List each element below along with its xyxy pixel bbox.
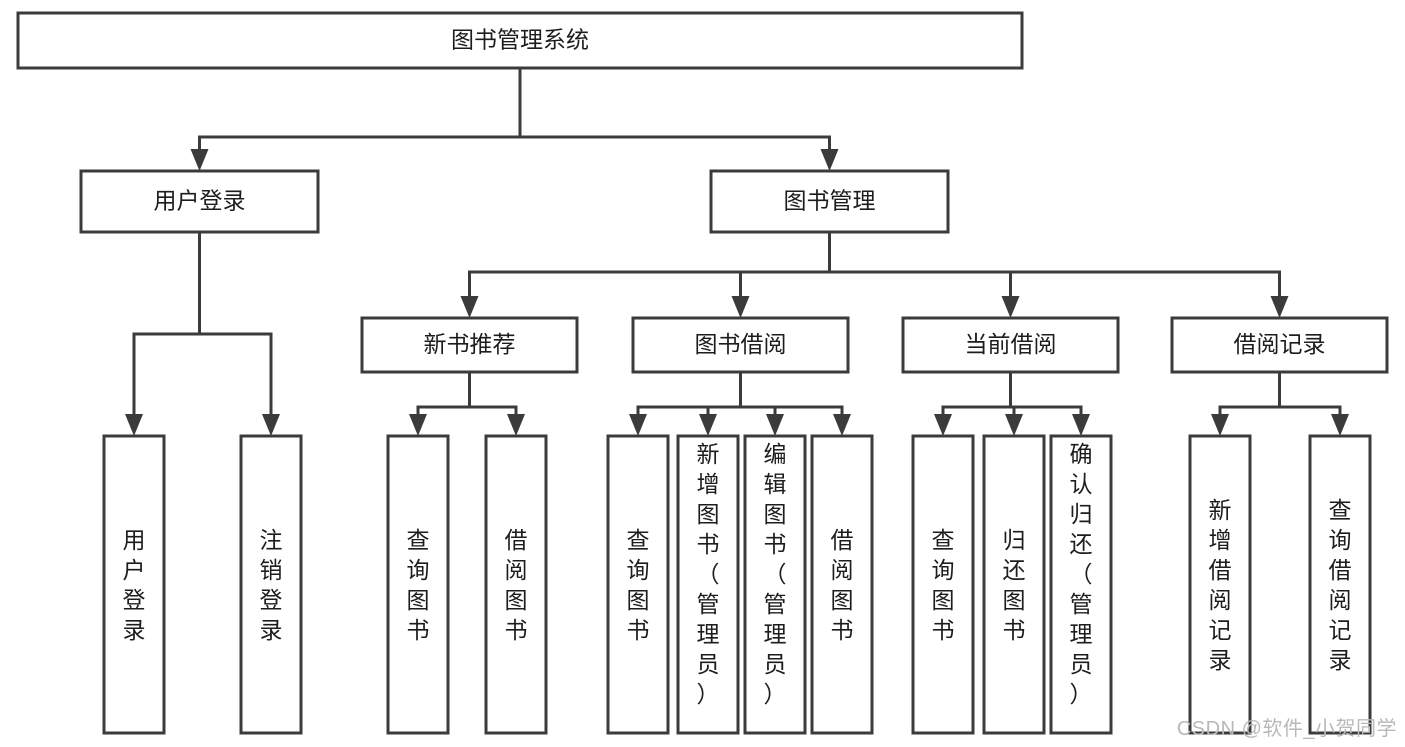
node-label: 新书推荐 <box>424 331 516 357</box>
node-label: 归还图书 <box>1003 527 1026 643</box>
level1-node[interactable]: 图书管理 <box>709 169 950 234</box>
arrow-head-icon <box>409 414 427 436</box>
arrow-head-icon <box>833 414 851 436</box>
node-box <box>1188 434 1252 735</box>
node-label: 注销登录 <box>260 527 283 643</box>
arrow-head-icon <box>820 149 839 171</box>
node-label: 当前借阅 <box>965 331 1057 357</box>
leaf-node[interactable]: 用户登录 <box>102 434 166 735</box>
node-box <box>743 434 807 735</box>
node-box <box>911 434 975 735</box>
leaf-node[interactable]: 注销登录 <box>239 434 303 735</box>
node-label: 查询图书 <box>932 527 955 643</box>
arrow-head-icon <box>699 414 717 436</box>
arrow-head-icon <box>1331 414 1349 436</box>
node-label: 新增图书（管理员） <box>697 441 720 707</box>
level2-node[interactable]: 图书借阅 <box>631 316 850 374</box>
node-label: 图书借阅 <box>695 331 787 357</box>
node-label: 新增借阅记录 <box>1209 497 1232 673</box>
leaf-node[interactable]: 查询图书 <box>386 434 450 735</box>
node-label: 查询借阅记录 <box>1329 497 1352 673</box>
arrow-head-icon <box>1270 296 1289 318</box>
arrow-head-icon <box>262 414 280 436</box>
leaf-node[interactable]: 借阅图书 <box>810 434 874 735</box>
arrow-head-icon <box>460 296 479 318</box>
node-box <box>676 434 740 735</box>
node-label: 查询图书 <box>407 527 430 643</box>
node-label: 编辑图书（管理员） <box>764 441 787 707</box>
node-box <box>16 11 1024 70</box>
leaf-node[interactable]: 查询图书 <box>911 434 975 735</box>
node-box <box>102 434 166 735</box>
leaf-node[interactable]: 新增借阅记录 <box>1188 434 1252 735</box>
node-box <box>1308 434 1372 735</box>
node-box <box>631 316 850 374</box>
node-box <box>1170 316 1389 374</box>
arrow-head-icon <box>731 296 750 318</box>
node-label: 查询图书 <box>627 527 650 643</box>
arrow-head-icon <box>1001 296 1020 318</box>
node-label: 用户登录 <box>154 188 246 214</box>
level2-node[interactable]: 当前借阅 <box>901 316 1120 374</box>
arrow-head-icon <box>934 414 952 436</box>
root-node[interactable]: 图书管理系统 <box>16 11 1024 70</box>
node-label: 用户登录 <box>123 527 146 643</box>
arrow-head-icon <box>766 414 784 436</box>
leaf-node[interactable]: 查询图书 <box>606 434 670 735</box>
node-box <box>1049 434 1113 735</box>
nodes-layer: 图书管理系统用户登录图书管理新书推荐图书借阅当前借阅借阅记录用户登录注销登录查询… <box>16 11 1389 735</box>
node-box <box>386 434 450 735</box>
leaf-node[interactable]: 归还图书 <box>982 434 1046 735</box>
level1-node[interactable]: 用户登录 <box>79 169 320 234</box>
node-box <box>360 316 579 374</box>
node-label: 图书管理 <box>784 188 876 214</box>
arrow-head-icon <box>1005 414 1023 436</box>
level2-node[interactable]: 新书推荐 <box>360 316 579 374</box>
arrow-head-icon <box>507 414 525 436</box>
arrow-head-icon <box>125 414 143 436</box>
arrow-head-icon <box>1211 414 1229 436</box>
leaf-node[interactable]: 确认归还（管理员） <box>1049 434 1113 735</box>
arrow-head-icon <box>1072 414 1090 436</box>
node-label: 借阅图书 <box>505 527 528 643</box>
node-box <box>982 434 1046 735</box>
leaf-node[interactable]: 借阅图书 <box>484 434 548 735</box>
node-label: 借阅图书 <box>831 527 854 643</box>
leaf-node[interactable]: 新增图书（管理员） <box>676 434 740 735</box>
node-box <box>239 434 303 735</box>
node-label: 借阅记录 <box>1234 331 1326 357</box>
leaf-node[interactable]: 查询借阅记录 <box>1308 434 1372 735</box>
node-label: 确认归还（管理员） <box>1070 441 1093 707</box>
node-box <box>79 169 320 234</box>
level2-node[interactable]: 借阅记录 <box>1170 316 1389 374</box>
node-box <box>901 316 1120 374</box>
leaf-node[interactable]: 编辑图书（管理员） <box>743 434 807 735</box>
node-box <box>810 434 874 735</box>
node-box <box>709 169 950 234</box>
node-box <box>606 434 670 735</box>
arrow-head-icon <box>190 149 209 171</box>
arrow-head-icon <box>629 414 647 436</box>
connectors-layer <box>125 66 1349 436</box>
node-label: 图书管理系统 <box>451 27 589 53</box>
node-box <box>484 434 548 735</box>
